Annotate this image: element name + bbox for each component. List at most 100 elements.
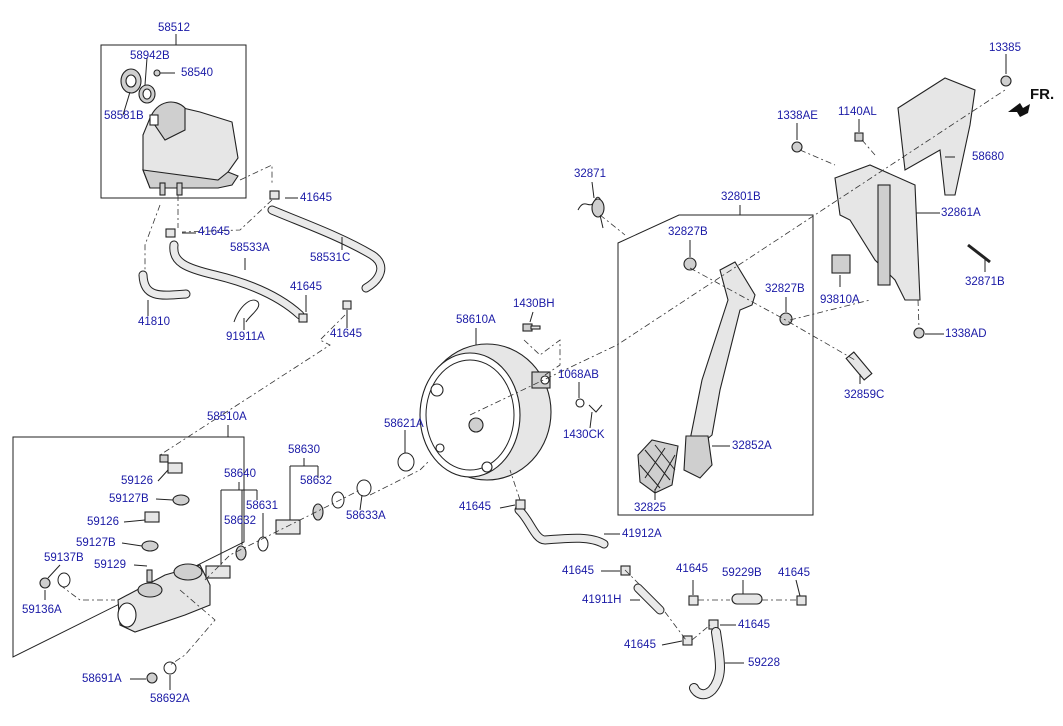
clamp-41645-elbow	[682, 635, 693, 646]
label-41645-b: 41645	[198, 226, 230, 238]
label-58680: 58680	[972, 151, 1004, 163]
pedal-pad-32825	[637, 439, 679, 494]
label-59126-a: 59126	[121, 475, 153, 487]
label-58633A: 58633A	[346, 510, 386, 522]
label-58632-b: 58632	[224, 515, 256, 527]
reservoir-group-box	[100, 44, 247, 199]
reservoir-seal	[138, 84, 156, 104]
bushing-32827B-b	[779, 312, 793, 326]
label-1430CK: 1430CK	[563, 429, 605, 441]
label-58610A: 58610A	[456, 314, 496, 326]
label-32827B-b: 32827B	[765, 283, 805, 295]
label-59126-b: 59126	[87, 516, 119, 528]
label-1430BH: 1430BH	[513, 298, 555, 310]
label-58631: 58631	[246, 500, 278, 512]
return-spring-32871	[577, 196, 605, 229]
part-1068AB	[575, 398, 585, 408]
label-93810A: 93810A	[820, 294, 860, 306]
label-41912A: 41912A	[622, 528, 662, 540]
label-13385: 13385	[989, 42, 1021, 54]
label-59127B-a: 59127B	[109, 493, 149, 505]
bolt-32871B	[967, 243, 991, 264]
label-1338AE: 1338AE	[777, 110, 818, 122]
label-41645-a: 41645	[300, 192, 332, 204]
pin-32859C	[845, 351, 873, 381]
bolt-1140AL	[854, 132, 864, 142]
label-41645-d: 41645	[330, 328, 362, 340]
clamp-parts	[165, 190, 352, 323]
bolt-1430BH	[522, 323, 541, 332]
label-58540: 58540	[181, 67, 213, 79]
label-58510A: 58510A	[207, 411, 247, 423]
master-cylinder	[117, 563, 211, 633]
label-58691A: 58691A	[82, 673, 122, 685]
piston-set	[205, 479, 372, 579]
label-1140AL: 1140AL	[838, 106, 877, 118]
clamp-41645-right	[796, 595, 807, 606]
label-58533A: 58533A	[230, 242, 270, 254]
switch-93810A	[831, 254, 851, 274]
label-58630: 58630	[288, 444, 320, 456]
brake-booster	[419, 343, 552, 481]
front-direction-label: FR.	[1030, 86, 1055, 103]
label-41645-h: 41645	[778, 567, 810, 579]
label-41645-j: 41645	[624, 639, 656, 651]
leader-lines	[59, 89, 1006, 666]
label-1338AD: 1338AD	[945, 328, 987, 340]
label-32827B-a: 32827B	[668, 226, 708, 238]
label-58581B: 58581B	[104, 110, 144, 122]
clamp-41645-booster	[515, 499, 526, 510]
label-58942B: 58942B	[130, 50, 170, 62]
label-41645-i: 41645	[738, 619, 770, 631]
pedal-bracket-58680	[834, 77, 976, 301]
label-32801B: 32801B	[721, 191, 761, 203]
label-41645-c: 41645	[290, 281, 322, 293]
master-cylinder-group-box	[12, 436, 245, 658]
nut-1338AD	[913, 327, 925, 339]
label-32861A: 32861A	[941, 207, 981, 219]
reservoir-tank	[142, 101, 239, 196]
label-58640: 58640	[224, 468, 256, 480]
label-58632-a: 58632	[300, 475, 332, 487]
o-ring-58621A	[397, 452, 415, 472]
pin-1430CK	[588, 404, 603, 413]
label-1068AB: 1068AB	[558, 369, 599, 381]
label-59136A: 59136A	[22, 604, 62, 616]
label-59127B-b: 59127B	[76, 537, 116, 549]
label-59129: 59129	[94, 559, 126, 571]
reservoir-cap	[120, 68, 142, 94]
clip-91911A	[233, 299, 260, 323]
nuts-58691A	[146, 661, 177, 684]
label-41810: 41810	[138, 316, 170, 328]
nut-13385	[1000, 75, 1012, 87]
label-59137B: 59137B	[44, 552, 84, 564]
label-59229B: 59229B	[722, 567, 762, 579]
reservoir-clip	[153, 69, 161, 77]
fr-arrow-icon	[1008, 103, 1030, 117]
label-leaders	[44, 54, 1007, 690]
fasteners-59137B	[39, 569, 153, 589]
brake-pedal-arm	[683, 261, 756, 479]
clamp-41645-mid	[688, 595, 699, 606]
nut-1338AE	[791, 141, 803, 153]
label-59228: 59228	[748, 657, 780, 669]
fittings-59126	[141, 454, 190, 552]
label-41645-f: 41645	[562, 565, 594, 577]
label-32859C: 32859C	[844, 389, 885, 401]
label-41911H: 41911H	[582, 594, 622, 606]
hose-59229B	[731, 593, 763, 605]
label-32871B: 32871B	[965, 276, 1005, 288]
label-32825: 32825	[634, 502, 666, 514]
label-91911A: 91911A	[226, 331, 265, 343]
label-32871: 32871	[574, 168, 606, 180]
bushing-32827B-a	[683, 257, 697, 271]
pedal-group-box	[617, 214, 814, 516]
label-58512: 58512	[158, 22, 190, 34]
label-41645-g: 41645	[676, 563, 708, 575]
label-58531C: 58531C	[310, 252, 351, 264]
label-58621A: 58621A	[384, 418, 424, 430]
label-32852A: 32852A	[732, 440, 772, 452]
label-58692A: 58692A	[150, 693, 190, 705]
label-41645-e: 41645	[459, 501, 491, 513]
